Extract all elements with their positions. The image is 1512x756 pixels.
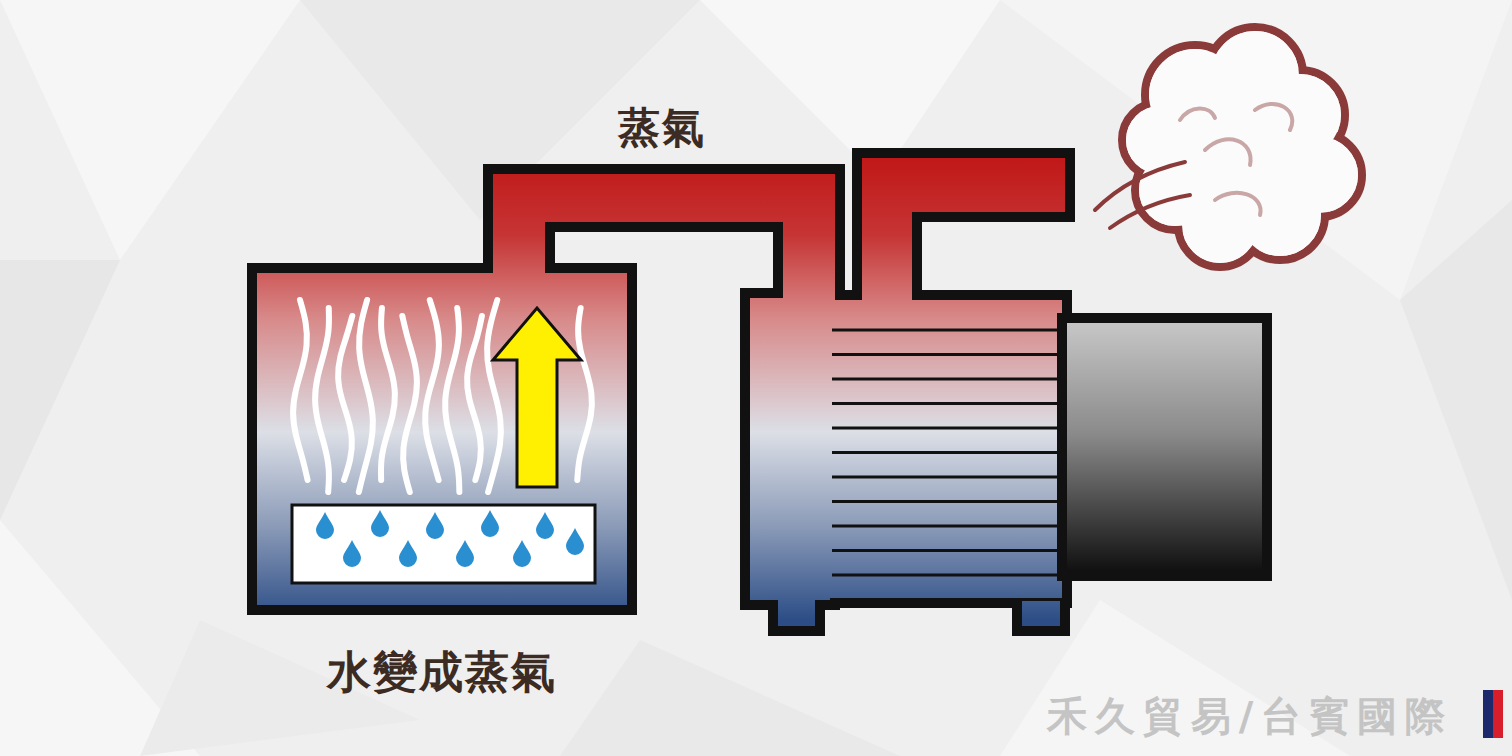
steam-wisp	[359, 300, 373, 492]
cloud-curl	[1255, 104, 1292, 130]
water-tray	[292, 505, 595, 583]
cloud-curl	[1205, 139, 1251, 165]
equipment-part	[862, 158, 1065, 310]
equipment-part	[830, 300, 1062, 598]
equipment-part	[257, 273, 627, 605]
water-drop	[566, 528, 584, 555]
fin-line	[832, 574, 1060, 577]
fin-line	[832, 451, 1060, 454]
fin-line	[832, 549, 1060, 552]
fin-line	[832, 525, 1060, 528]
equipment-part	[862, 158, 1065, 310]
water-drop	[371, 510, 389, 537]
fin-line	[832, 378, 1060, 381]
equipment-part	[257, 273, 627, 605]
steam-wisp	[467, 316, 482, 480]
motor-housing	[1062, 318, 1267, 576]
brand-bar	[1483, 690, 1493, 738]
motion-line	[1110, 195, 1190, 228]
fin-line	[832, 329, 1060, 332]
cloud-curl	[1180, 108, 1215, 120]
cooling-fins	[832, 330, 1060, 600]
brand-bar	[1493, 690, 1503, 738]
equipment-fill	[257, 158, 1065, 626]
steam-wisp	[445, 308, 459, 492]
tank-label: 水變成蒸氣	[327, 643, 557, 702]
fin-line	[832, 476, 1060, 479]
steam-wisp	[577, 308, 592, 480]
equipment-part	[493, 174, 835, 310]
watermark: 禾久貿易/台賓國際	[1047, 689, 1454, 744]
rising-arrow	[493, 308, 581, 487]
pipe-label: 蒸氣	[618, 100, 706, 156]
cloud-curl	[1215, 193, 1261, 215]
fin-line	[832, 353, 1060, 356]
steam-wisp	[402, 316, 417, 492]
equipment-part	[778, 590, 815, 626]
steam-wisp	[338, 316, 352, 480]
fin-line	[832, 402, 1060, 405]
water-drop	[456, 540, 474, 567]
water-drop	[343, 540, 361, 567]
steam-wisps	[293, 300, 592, 492]
fin-line	[832, 598, 1060, 601]
exhaust-cloud	[1095, 27, 1362, 267]
motion-line	[1095, 162, 1185, 210]
water-drops	[316, 510, 584, 567]
fin-line	[832, 427, 1060, 430]
water-drop	[426, 512, 444, 539]
steam-wisp	[315, 308, 329, 492]
equipment-outline	[257, 158, 1065, 626]
equipment-part	[750, 298, 830, 600]
equipment-part	[830, 300, 1062, 598]
steam-wisp	[487, 300, 501, 492]
water-drop	[481, 510, 499, 537]
water-drop	[536, 512, 554, 539]
cloud-fill	[1184, 94, 1296, 206]
water-drop	[513, 540, 531, 567]
equipment-part	[750, 298, 830, 600]
fin-line	[832, 500, 1060, 503]
equipment-part	[493, 174, 835, 310]
water-drop	[316, 512, 334, 539]
water-drop	[399, 540, 417, 567]
steam-wisp	[425, 300, 439, 480]
steam-wisp	[381, 308, 395, 480]
steam-wisp	[293, 300, 308, 480]
equipment-part	[778, 590, 815, 626]
